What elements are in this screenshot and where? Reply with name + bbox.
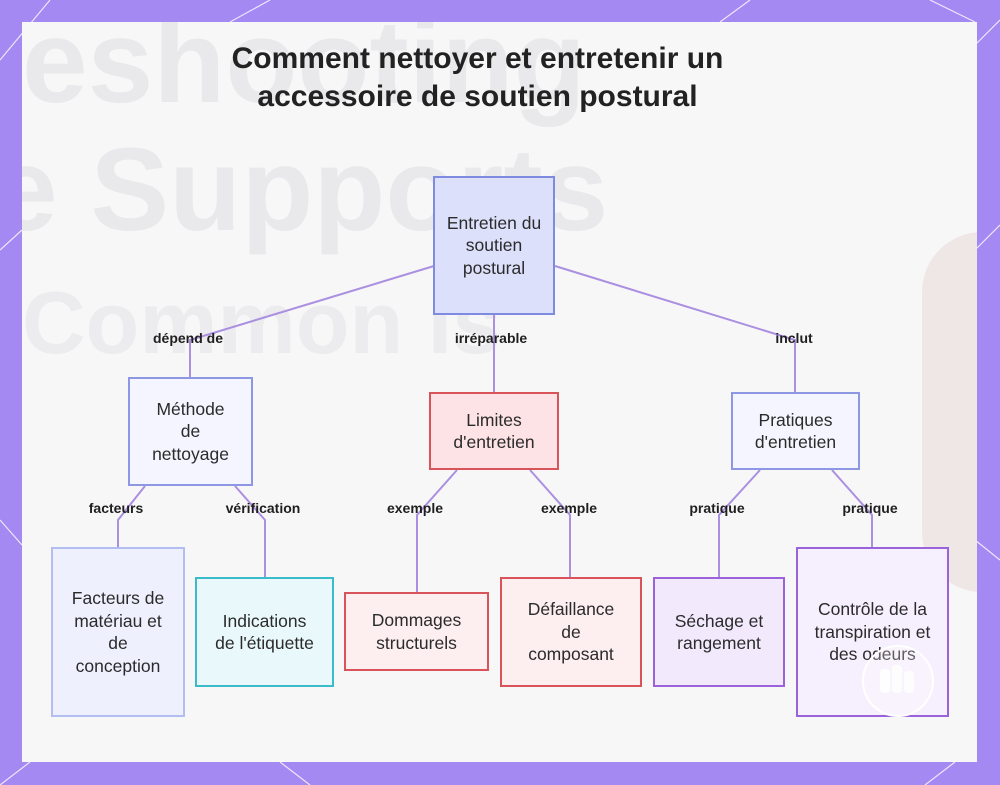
edge-limits-component [529, 469, 571, 578]
node-label: Méthode de nettoyage [152, 398, 229, 464]
edge-root-practices [554, 265, 796, 393]
node-label: Facteurs de matériau et de conception [71, 588, 165, 676]
edge-label-includes: inclut [775, 330, 813, 346]
node-maintenance-limits[interactable]: Limites d'entretien [429, 392, 559, 470]
brand-logo-icon [862, 645, 934, 717]
edge-label-example: exemple [540, 500, 598, 516]
node-root[interactable]: Entretien du soutien postural [433, 176, 555, 315]
edge-label-factors: facteurs [88, 500, 144, 516]
edge-label-practice: pratique [689, 500, 745, 516]
edge-limits-structural [416, 469, 458, 593]
edge-label-depends-on: dépend de [152, 330, 224, 346]
edge-label-irreparable: irréparable [454, 330, 528, 346]
edge-cleaning-label [234, 485, 266, 578]
node-structural-damage[interactable]: Dommages structurels [344, 592, 489, 671]
edge-practices-drying [718, 469, 761, 578]
node-component-failure[interactable]: Défaillance de composant [500, 577, 642, 687]
node-material-factors[interactable]: Facteurs de matériau et de conception [51, 547, 185, 717]
node-maintenance-practices[interactable]: Pratiques d'entretien [731, 392, 860, 470]
node-drying-storage[interactable]: Séchage et rangement [653, 577, 785, 687]
diagram-title: Comment nettoyer et entretenir un access… [231, 42, 724, 113]
edge-label-verification: vérification [225, 500, 301, 516]
node-root-label: Entretien du soutien postural [446, 212, 542, 278]
edge-label-example: exemple [386, 500, 444, 516]
node-label: Pratiques d'entretien [754, 409, 837, 453]
background-ghost-text: Common Is [22, 273, 502, 372]
edge-root-cleaning [189, 265, 435, 378]
node-label: Indications de l'étiquette [215, 610, 314, 654]
edge-cleaning-material [117, 485, 146, 548]
edge-practices-sweat [831, 469, 873, 548]
background-shape [922, 232, 977, 592]
node-label: Dommages structurels [371, 610, 462, 653]
node-label: Limites d'entretien [453, 409, 535, 453]
edge-label-practice: pratique [842, 500, 898, 516]
node-cleaning-method[interactable]: Méthode de nettoyage [128, 377, 253, 486]
node-label-instructions[interactable]: Indications de l'étiquette [195, 577, 334, 687]
node-label: Séchage et rangement [674, 610, 764, 654]
background-ghost-text: eshooting [22, 22, 586, 128]
node-label: Défaillance de composant [527, 599, 615, 665]
